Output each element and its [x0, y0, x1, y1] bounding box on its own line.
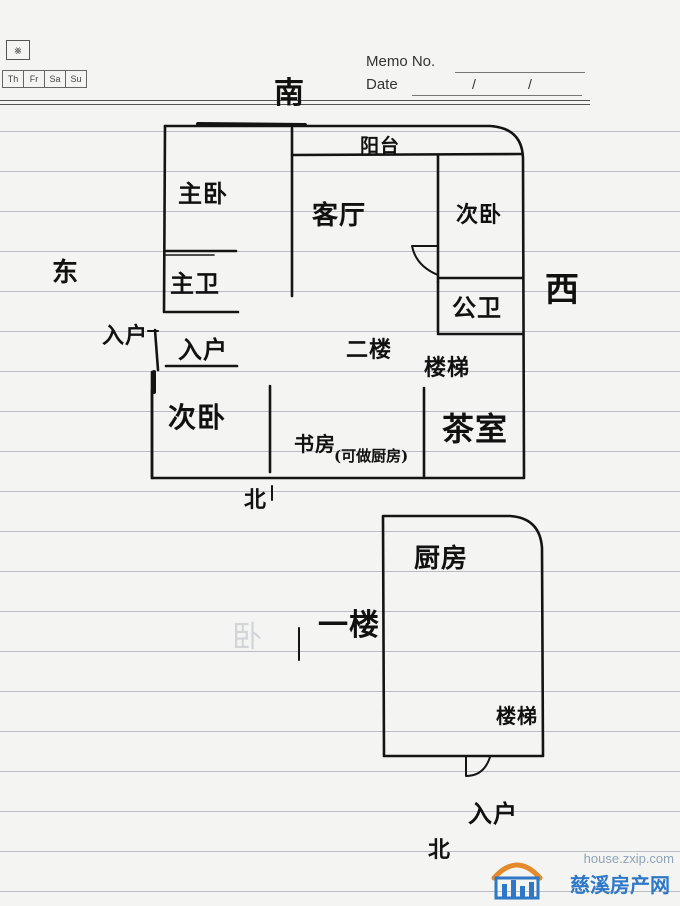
entrance-label: 入户	[178, 335, 228, 364]
first-floor-entrance-label: 入户	[468, 799, 518, 828]
second-bedroom-east-label: 次卧	[168, 401, 227, 434]
balcony-line	[290, 152, 524, 157]
memo-no-line	[455, 72, 585, 73]
compass-south: 南	[274, 76, 305, 111]
first-floor-label: 一楼	[318, 608, 380, 643]
first-floor-door	[465, 756, 491, 777]
tea-room-label: 茶室	[442, 410, 509, 448]
balcony-label: 阳台	[360, 135, 401, 157]
master-bath-label: 主卫	[170, 269, 220, 298]
second-floor-label: 二楼	[346, 337, 393, 363]
compass-west: 西	[545, 270, 580, 310]
watermark-site-name: 慈溪房产网	[570, 873, 670, 897]
second-floor-west-wall	[162, 124, 167, 314]
notebook-header: ⨳ Th Fr Sa Su Memo No. Date / /	[0, 0, 680, 105]
first-floor-stairs-label: 楼梯	[496, 704, 538, 728]
weekday-box: Su	[65, 70, 87, 88]
compass-east: 东	[52, 258, 80, 288]
compass-north-upper: 北	[244, 487, 268, 513]
door-swing	[411, 245, 439, 276]
header-rule	[0, 100, 590, 101]
master-bedroom-label: 主卧	[178, 179, 228, 208]
weekday-boxes: Th Fr Sa Su	[2, 70, 87, 88]
notebook-corner-icon: ⨳	[6, 40, 30, 60]
date-line	[412, 95, 582, 96]
memo-no-label: Memo No.	[366, 53, 436, 70]
top-wall-thick	[196, 122, 307, 127]
study-label: 书房	[294, 432, 336, 456]
study-note: (可做厨房)	[334, 447, 409, 465]
stairs-label: 楼梯	[424, 355, 471, 381]
entrance-wall	[153, 328, 160, 372]
living-room-label: 客厅	[312, 201, 367, 231]
first-floor-outline	[381, 514, 545, 758]
entrance-side-label: 入户	[102, 323, 149, 349]
site-logo-icon	[491, 862, 543, 900]
kitchen-label: 厨房	[414, 544, 469, 574]
faint-ghost-character: 卧	[232, 620, 262, 655]
watermark-url: house.zxip.com	[583, 851, 674, 866]
date-separator: /	[472, 76, 476, 92]
date-label: Date	[366, 76, 398, 93]
second-floor-outline	[150, 124, 526, 480]
second-bedroom-label: 次卧	[456, 202, 503, 228]
date-separator: /	[528, 76, 532, 92]
public-bath-label: 公卫	[452, 293, 502, 322]
header-rule	[0, 104, 590, 105]
compass-north-lower: 北	[428, 837, 452, 863]
